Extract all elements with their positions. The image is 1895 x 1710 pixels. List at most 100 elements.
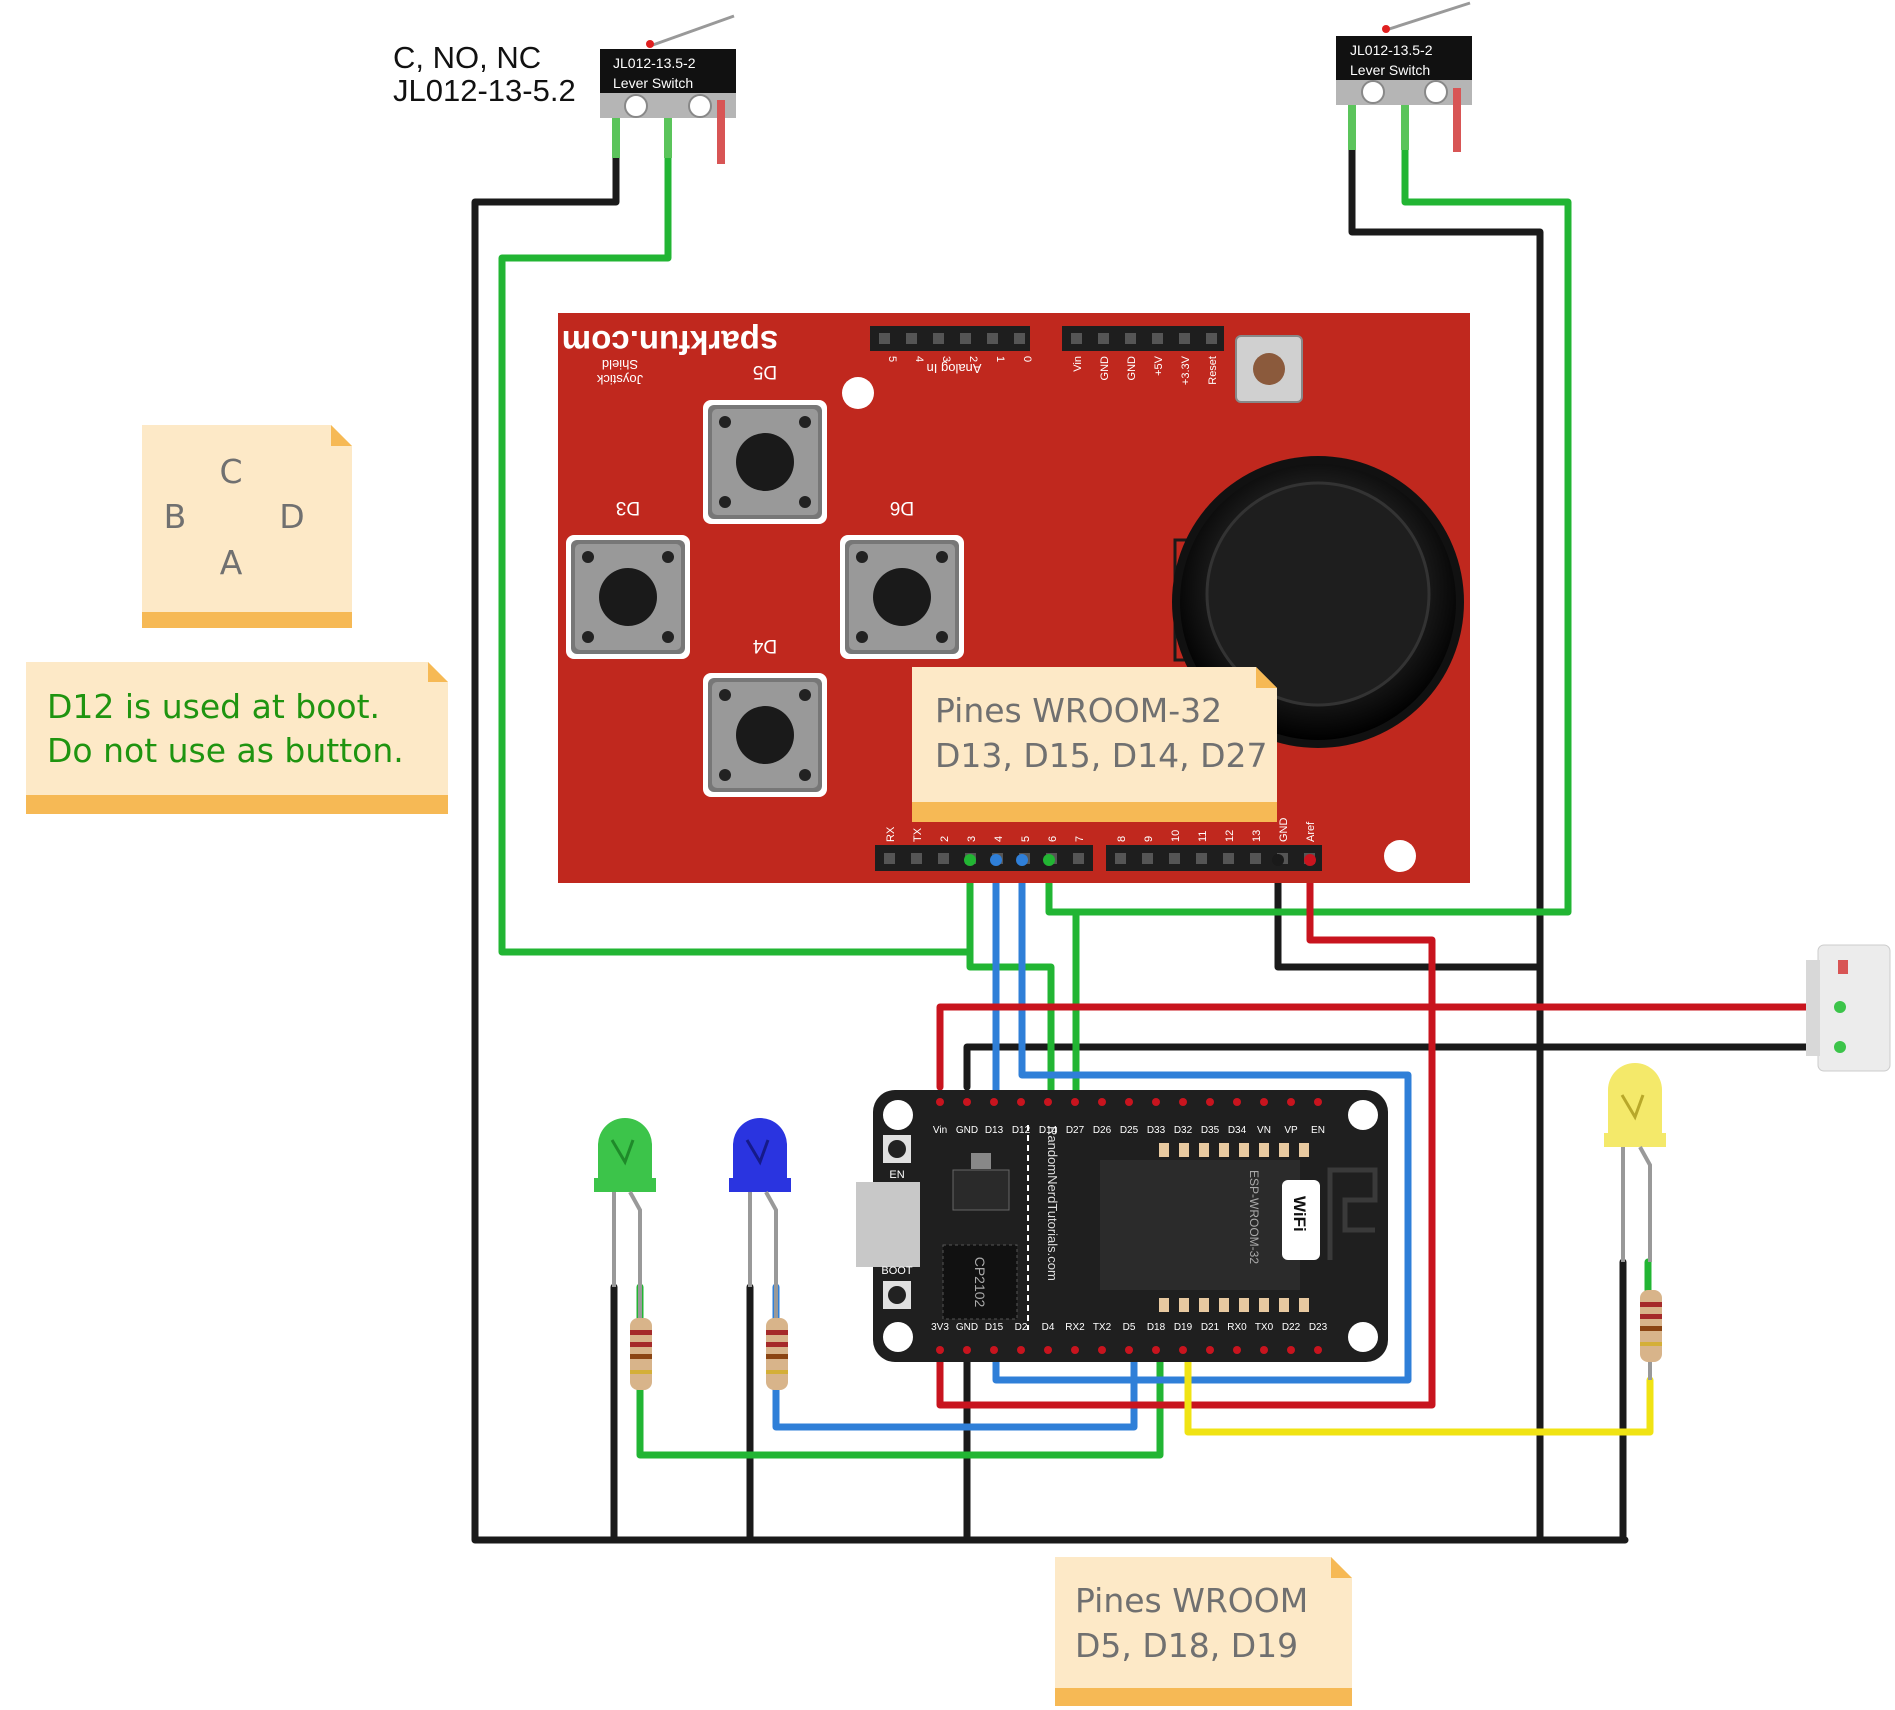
esp32-vendor-label: RandomNerdTutorials.com xyxy=(1045,1126,1060,1281)
button-d4-label: D4 xyxy=(752,635,777,656)
analog-pin-5: 5 xyxy=(886,356,898,362)
dpin-5: 5 xyxy=(1020,836,1032,842)
direction-c: C xyxy=(219,452,242,491)
esp32-wifi-label: WiFi xyxy=(1290,1196,1309,1232)
switch-right-type: Lever Switch xyxy=(1350,62,1430,78)
analog-in-label: Analog In xyxy=(927,361,982,376)
green-led xyxy=(594,1118,656,1287)
power-pin-reset: Reset xyxy=(1207,356,1219,385)
note-esp-pins: Pines WROOM D5, D18, D19 xyxy=(1055,1557,1352,1706)
analog-pin-holes xyxy=(879,333,1025,344)
power-pin-gnd2: GND xyxy=(1126,356,1138,381)
esp-bot-pin-d2: D2 xyxy=(1015,1322,1028,1333)
esp-bot-pin-rx2: RX2 xyxy=(1065,1322,1085,1333)
esp-bot-pin-d4: D4 xyxy=(1042,1322,1055,1333)
button-d6: D6 xyxy=(840,497,964,659)
esp-top-pin-vin: Vin xyxy=(933,1125,947,1136)
esp32-pcb-antenna xyxy=(1327,1167,1378,1260)
dpin-tx: TX xyxy=(912,827,924,842)
power-pin-vin: Vin xyxy=(1072,356,1084,372)
resistor-green xyxy=(630,1287,652,1390)
switch-left-model: JL012-13.5-2 xyxy=(613,55,696,71)
esp-bot-pin-tx0: TX0 xyxy=(1255,1322,1274,1333)
button-d4: D4 xyxy=(703,635,827,797)
resistor-blue xyxy=(766,1287,788,1390)
note-shield-pins: Pines WROOM-32 D13, D15, D14, D27 xyxy=(912,667,1277,822)
power-pin-gnd1: GND xyxy=(1099,356,1111,381)
dpin-4: 4 xyxy=(993,836,1005,842)
shield-brand: sparkfun.com xyxy=(562,324,778,361)
dpin-rx: RX xyxy=(885,826,897,842)
dpin-13: 13 xyxy=(1251,830,1263,842)
analog-pin-4: 4 xyxy=(913,356,925,362)
esp32-module-label: ESP-WROOM-32 xyxy=(1247,1170,1261,1264)
esp-top-pin-d34: D34 xyxy=(1228,1125,1247,1136)
power-connector xyxy=(1806,944,1891,1072)
esp32-bottom-pin-holes xyxy=(936,1346,1322,1354)
switch-left-type: Lever Switch xyxy=(613,75,693,91)
resistor-yellow xyxy=(1640,1290,1662,1380)
power-pin-holes xyxy=(1071,333,1217,344)
lever-switch-left: C, NO, NC JL012-13-5.2 JL012-13.5-2 Leve… xyxy=(393,14,736,164)
dpin-12: 12 xyxy=(1224,830,1236,842)
esp-top-pin-d26: D26 xyxy=(1093,1125,1112,1136)
power-pin-5v: +5V xyxy=(1153,355,1165,376)
dpin-3: 3 xyxy=(966,836,978,842)
button-d5-label: D5 xyxy=(753,361,777,382)
esp32-board: CP2102 RandomNerdTutorials.com ESP-WROOM… xyxy=(856,1090,1388,1362)
shield-pins-note-line1: Pines WROOM-32 xyxy=(935,691,1222,730)
direction-a: A xyxy=(220,543,243,582)
esp-bot-pin-d22: D22 xyxy=(1282,1322,1301,1333)
direction-b: B xyxy=(164,497,187,536)
esp32-top-pin-holes xyxy=(936,1098,1322,1106)
yellow-led xyxy=(1604,1063,1666,1262)
shield-subtitle-joystick: Joystick xyxy=(596,372,643,387)
esp-pins-note-line2: D5, D18, D19 xyxy=(1075,1626,1298,1665)
esp-top-pin-vn: VN xyxy=(1257,1125,1271,1136)
esp-pins-note-line1: Pines WROOM xyxy=(1075,1581,1308,1620)
reset-button xyxy=(1235,335,1303,403)
esp-bot-pin-d21: D21 xyxy=(1201,1322,1220,1333)
esp-top-pin-d13: D13 xyxy=(985,1125,1004,1136)
esp-bot-pin-rx0: RX0 xyxy=(1227,1322,1247,1333)
esp-bot-pin-gnd: GND xyxy=(956,1322,978,1333)
shield-pins-note-line2: D13, D15, D14, D27 xyxy=(935,736,1268,775)
esp-bot-pin-3v3: 3V3 xyxy=(931,1322,949,1333)
analog-pin-3: 3 xyxy=(940,356,952,362)
esp-top-pin-d32: D32 xyxy=(1174,1125,1193,1136)
dpin-6: 6 xyxy=(1047,836,1059,842)
dpin-2: 2 xyxy=(939,836,951,842)
esp-bot-pin-d5: D5 xyxy=(1123,1322,1136,1333)
switch-right-model: JL012-13.5-2 xyxy=(1350,42,1433,58)
dpin-10: 10 xyxy=(1170,830,1182,842)
dpin-aref: Aref xyxy=(1305,821,1317,842)
wires-yellow xyxy=(1184,1346,1654,1436)
esp-top-pin-d35: D35 xyxy=(1201,1125,1220,1136)
esp-top-pin-gnd: GND xyxy=(956,1125,978,1136)
button-d3-label: D3 xyxy=(616,497,640,518)
esp-top-pin-d27: D27 xyxy=(1066,1125,1085,1136)
dpin-gnd: GND xyxy=(1278,818,1290,843)
boot-note-line2: Do not use as button. xyxy=(47,731,404,770)
dpin-7: 7 xyxy=(1074,836,1086,842)
esp-bot-pin-tx2: TX2 xyxy=(1093,1322,1112,1333)
antenna-pads xyxy=(1159,1143,1309,1312)
button-d6-label: D6 xyxy=(890,497,914,518)
power-pin-3v3: +3.3V xyxy=(1180,355,1192,385)
esp-bot-pin-d15: D15 xyxy=(985,1322,1004,1333)
button-d5: D5 xyxy=(703,361,827,524)
analog-pin-0: 0 xyxy=(1021,356,1033,362)
shield-wire-ends xyxy=(964,854,1316,866)
esp32-boot-button-label: BOOT xyxy=(881,1265,912,1277)
esp-top-pin-en: EN xyxy=(1311,1125,1325,1136)
esp-bot-pin-d18: D18 xyxy=(1147,1322,1166,1333)
button-d3: D3 xyxy=(566,497,690,659)
switch-model-label: JL012-13-5.2 xyxy=(393,73,576,108)
direction-d: D xyxy=(279,497,304,536)
wires-red xyxy=(936,859,1854,1409)
shield-subtitle-shield: Shield xyxy=(602,357,638,372)
esp32-chip-label: CP2102 xyxy=(972,1257,988,1308)
esp-bot-pin-d19: D19 xyxy=(1174,1322,1193,1333)
esp-top-pin-d25: D25 xyxy=(1120,1125,1139,1136)
